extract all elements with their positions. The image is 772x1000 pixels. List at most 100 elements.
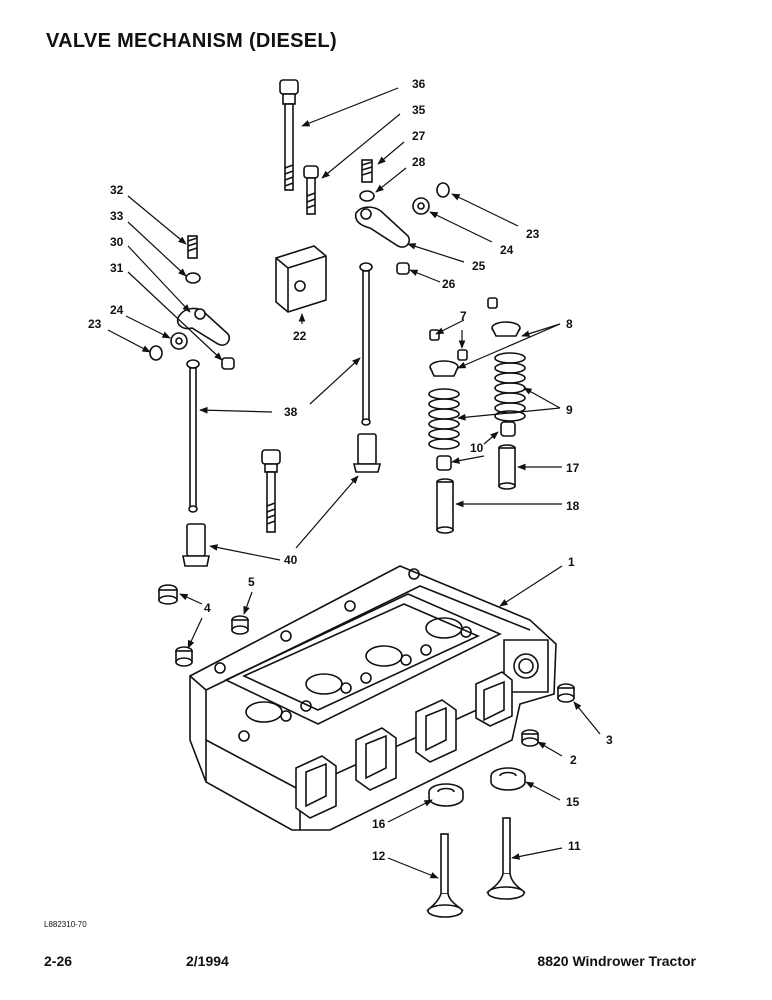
leader-40a [209, 544, 281, 561]
leader-23b [451, 193, 519, 227]
callout-15: 15 [566, 795, 580, 809]
valve-keeper [429, 329, 440, 341]
reference-code: L882310-70 [44, 920, 87, 929]
spring-retainer [491, 321, 521, 337]
callout-2: 2 [570, 753, 577, 767]
leader-3 [573, 701, 601, 735]
cup-plug [521, 729, 539, 747]
callout-10: 10 [470, 441, 484, 455]
valve-stem-seal [436, 455, 452, 471]
tappet [352, 433, 382, 473]
plug [158, 584, 178, 605]
push-rod [186, 359, 200, 513]
plug [175, 646, 193, 667]
valve-guide [498, 444, 516, 490]
callout-31: 31 [110, 261, 124, 275]
page-number: 2-26 [44, 953, 73, 969]
locknut [359, 190, 375, 202]
leader-7a [435, 319, 465, 335]
valve-guide [436, 478, 454, 534]
leader-8a [521, 323, 561, 337]
leader-10a [483, 431, 499, 445]
cylinder-head [189, 565, 557, 831]
callout-16: 16 [372, 817, 386, 831]
snap-ring [436, 182, 450, 198]
callout-27: 27 [412, 129, 426, 143]
page-title: VALVE MECHANISM (DIESEL) [46, 30, 337, 52]
leader-30 [127, 245, 191, 313]
locknut [185, 272, 201, 284]
callout-23-right: 23 [526, 227, 540, 241]
callout-35: 35 [412, 103, 426, 117]
callout-1: 1 [568, 555, 575, 569]
tappet [182, 523, 210, 567]
leader-12 [387, 857, 439, 879]
short-bolt [303, 165, 319, 215]
rocker-arm [176, 307, 231, 346]
valve-seat-insert [428, 783, 464, 807]
callout-28: 28 [412, 155, 426, 169]
valve-cap [221, 357, 235, 370]
leader-10b [451, 455, 485, 464]
callout-32: 32 [110, 183, 124, 197]
callout-11: 11 [568, 839, 581, 853]
publication-date: 2/1994 [186, 953, 229, 969]
model-name: 8820 Windrower Tractor [537, 953, 696, 969]
leader-28 [375, 167, 407, 193]
callout-18: 18 [566, 499, 580, 513]
spring-retainer [429, 360, 459, 377]
leader-4a [179, 593, 203, 605]
leader-8b [457, 323, 561, 369]
adjusting-screw [187, 235, 198, 259]
leader-1 [499, 565, 563, 607]
leader-31 [127, 271, 223, 361]
leader-9a [523, 387, 561, 409]
leader-27 [377, 141, 405, 165]
leader-32 [127, 195, 187, 245]
valve [426, 833, 464, 918]
valve-seat-insert [490, 767, 526, 791]
callout-24-left: 24 [110, 303, 124, 317]
leader-11 [511, 847, 563, 860]
leader-15 [525, 781, 561, 801]
callout-17: 17 [566, 461, 580, 475]
adjusting-screw [361, 159, 373, 183]
leader-16 [387, 799, 433, 823]
callout-30: 30 [110, 235, 124, 249]
callout-9: 9 [566, 403, 573, 417]
callout-25: 25 [472, 259, 486, 273]
leader-33 [127, 221, 187, 277]
callout-12: 12 [372, 849, 386, 863]
callout-22: 22 [293, 329, 307, 343]
callout-26: 26 [442, 277, 456, 291]
valve-keeper [457, 349, 468, 361]
callout-40: 40 [284, 553, 298, 567]
leader-26 [409, 269, 441, 283]
callout-4: 4 [204, 601, 211, 615]
leader-24b [429, 211, 493, 243]
leader-38b [309, 357, 361, 405]
valve-spring [494, 352, 526, 422]
leader-4b [187, 617, 203, 649]
leader-25 [407, 243, 465, 263]
leader-9b [457, 407, 561, 421]
valve-spring [428, 388, 460, 450]
leader-23a [107, 329, 151, 353]
leader-2 [537, 741, 563, 757]
push-rod [359, 262, 373, 426]
leader-24a [125, 315, 171, 339]
rocker-bracket [275, 245, 327, 313]
sleeve [557, 683, 575, 703]
leader-40b [295, 475, 359, 549]
cylinder-head-bolt [261, 449, 281, 533]
rocker-arm [354, 206, 411, 248]
callout-38: 38 [284, 405, 298, 419]
callout-23-left: 23 [88, 317, 102, 331]
plug [231, 615, 249, 635]
snap-ring [149, 345, 163, 361]
leader-36 [301, 87, 399, 127]
callout-24-right: 24 [500, 243, 514, 257]
callout-7: 7 [460, 309, 467, 323]
callout-3: 3 [606, 733, 613, 747]
